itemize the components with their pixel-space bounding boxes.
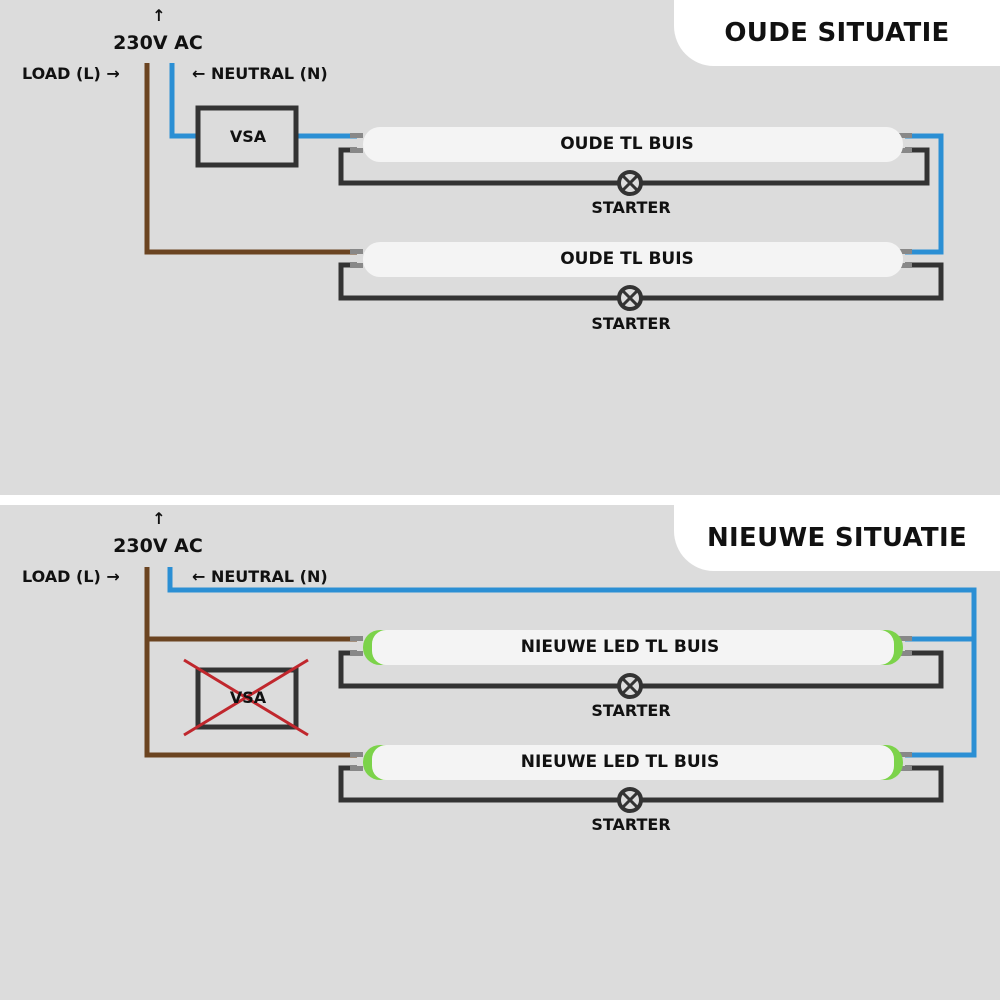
starter-icon [617, 787, 643, 813]
load-label: LOAD (L) → [22, 567, 120, 586]
up-arrow-icon: ↑ [152, 509, 166, 528]
led-tube [350, 630, 912, 665]
tube-label: OUDE TL BUIS [560, 134, 694, 154]
neutral-wire [169, 63, 198, 139]
neutral-label: ← NEUTRAL (N) [192, 64, 328, 83]
up-arrow-icon: ↑ [152, 6, 166, 25]
neutral-label: ← NEUTRAL (N) [192, 567, 328, 586]
neutral-wire [167, 567, 977, 758]
starter-label: STARTER [591, 815, 671, 834]
new-wiring-diagram [144, 567, 977, 813]
starter-label: STARTER [591, 314, 671, 333]
supply-label: 230V AC [113, 32, 203, 54]
starter-icon [617, 170, 643, 196]
led-tube [350, 745, 912, 780]
old-situation-panel: OUDE SITUATIE [0, 0, 1000, 495]
removed-ballast [183, 658, 309, 737]
starter-icon [617, 673, 643, 699]
old-situation-heading: OUDE SITUATIE [674, 0, 1000, 66]
new-situation-panel: NIEUWE SITUATIE [0, 505, 1000, 1000]
old-wiring-diagram [144, 63, 944, 311]
load-wire [144, 63, 357, 255]
tube-label: NIEUWE LED TL BUIS [520, 637, 720, 657]
section-divider [0, 495, 1000, 505]
starter-icon [617, 285, 643, 311]
fluorescent-tube [350, 242, 912, 277]
load-label: LOAD (L) → [22, 64, 120, 83]
neutral-wire [905, 133, 944, 255]
starter-label: STARTER [591, 701, 671, 720]
new-situation-heading: NIEUWE SITUATIE [674, 505, 1000, 571]
fluorescent-tube [350, 127, 912, 162]
load-wire [144, 567, 357, 758]
starter-label: STARTER [591, 198, 671, 217]
ballast-label: VSA [229, 127, 267, 146]
tube-label: OUDE TL BUIS [560, 249, 694, 269]
ballast-label: VSA [229, 688, 267, 707]
tube-label: NIEUWE LED TL BUIS [520, 752, 720, 772]
supply-label: 230V AC [113, 535, 203, 557]
ballast-box [195, 105, 299, 168]
